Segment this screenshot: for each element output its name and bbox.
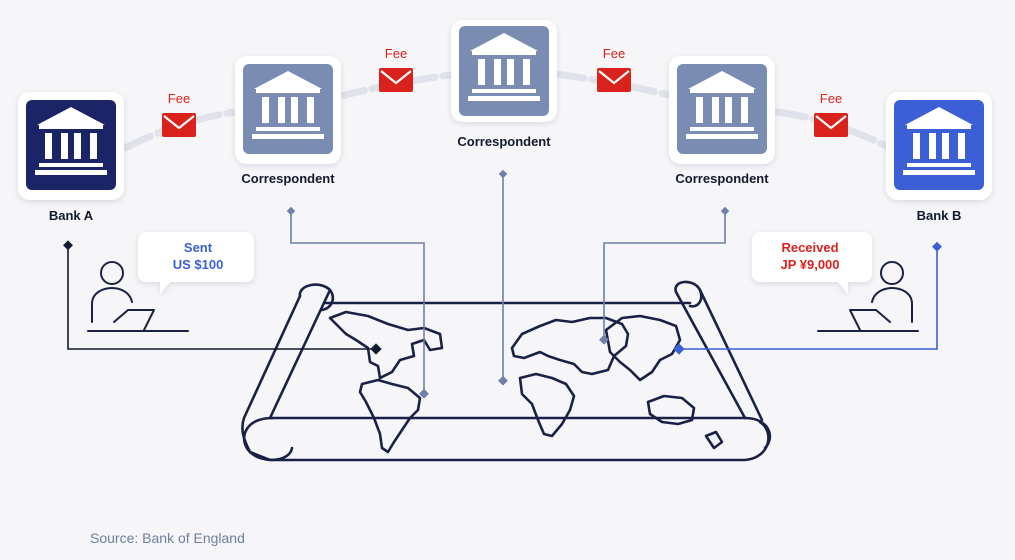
envelope-icon bbox=[812, 111, 850, 139]
fee-label: Fee bbox=[820, 91, 842, 106]
node-correspondent-3: Correspondent bbox=[669, 56, 775, 186]
source-note: Source: Bank of England bbox=[90, 530, 245, 546]
person-at-laptop-icon bbox=[817, 261, 919, 332]
fee-4: Fee bbox=[812, 91, 850, 139]
receiver: Received JP ¥9,000 bbox=[752, 232, 919, 332]
sent-label: Sent bbox=[184, 240, 213, 255]
sent-amount: US $100 bbox=[173, 257, 224, 272]
received-amount: JP ¥9,000 bbox=[780, 257, 839, 272]
sender: Sent US $100 bbox=[87, 232, 254, 332]
node-correspondent-1: Correspondent bbox=[235, 56, 341, 186]
fee-3: Fee bbox=[595, 46, 633, 94]
fee-1: Fee bbox=[160, 91, 198, 139]
world-map-scroll-icon bbox=[241, 280, 771, 462]
fee-label: Fee bbox=[168, 91, 190, 106]
correspondent-2-label: Correspondent bbox=[457, 134, 551, 149]
person-at-laptop-icon bbox=[87, 261, 189, 332]
received-speech-bubble: Received JP ¥9,000 bbox=[752, 232, 872, 294]
bank-a-label: Bank A bbox=[49, 208, 94, 223]
node-correspondent-2: Correspondent bbox=[451, 20, 557, 149]
correspondent-3-label: Correspondent bbox=[675, 171, 769, 186]
connector-endpoints bbox=[63, 169, 942, 399]
node-bank-b: Bank B bbox=[886, 92, 992, 223]
envelope-icon bbox=[377, 66, 415, 94]
fee-label: Fee bbox=[603, 46, 625, 61]
fee-label: Fee bbox=[385, 46, 407, 61]
bank-b-label: Bank B bbox=[917, 208, 962, 223]
node-bank-a: Bank A bbox=[18, 92, 124, 223]
connector-lines bbox=[67, 174, 938, 393]
envelope-icon bbox=[595, 66, 633, 94]
fee-2: Fee bbox=[377, 46, 415, 94]
envelope-icon bbox=[160, 111, 198, 139]
sent-speech-bubble: Sent US $100 bbox=[138, 232, 254, 294]
correspondent-1-label: Correspondent bbox=[241, 171, 335, 186]
received-label: Received bbox=[781, 240, 838, 255]
